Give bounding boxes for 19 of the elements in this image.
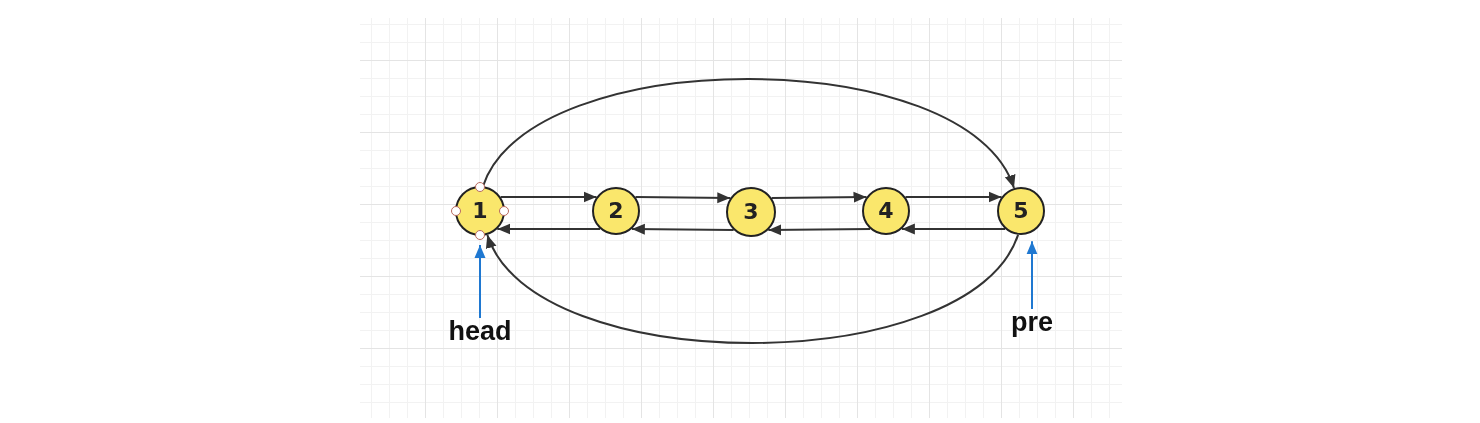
arrow	[634, 192, 732, 204]
pointer-label: head	[448, 318, 512, 345]
arrow	[474, 244, 486, 319]
node-number: 3	[743, 201, 759, 223]
arrow	[904, 191, 1003, 203]
arrow	[482, 78, 1015, 190]
arrow	[496, 223, 602, 235]
node-number: 5	[1013, 200, 1029, 222]
arrow	[499, 191, 598, 203]
node-number: 1	[472, 200, 488, 222]
arrow	[770, 191, 868, 203]
node-number: 2	[608, 200, 624, 222]
arrow	[630, 223, 735, 235]
pointer-label: pre	[1011, 309, 1053, 336]
arrow	[900, 223, 1007, 235]
arrow	[767, 224, 872, 236]
node-number: 4	[878, 200, 894, 222]
arrow	[1026, 240, 1038, 310]
arrow	[486, 233, 1020, 344]
